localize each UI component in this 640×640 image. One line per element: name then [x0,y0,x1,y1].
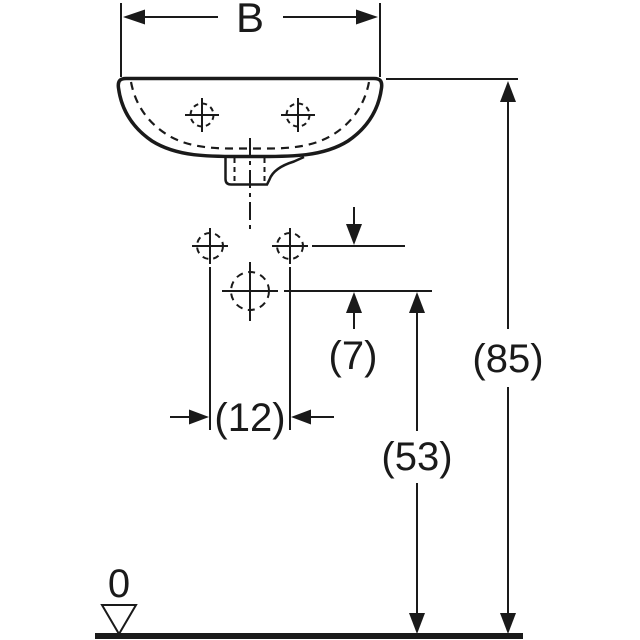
basin-outer-rim [116,76,384,159]
arrowhead-up-icon [346,292,362,313]
drain-outlet [222,262,278,321]
arrowhead-right-icon [356,9,378,25]
hole-offset-label: (7) [329,334,378,378]
arrowhead-left-icon [123,9,145,25]
dimension-rim-height [386,78,518,634]
datum-triangle-icon [100,604,138,636]
arrowhead-down-icon [409,613,425,634]
dimension-hole-offset [284,207,432,329]
arrowhead-up-icon [409,292,425,313]
dimension-drain-height [409,292,425,634]
drain-height-label: (53) [381,435,452,479]
arrowhead-up-icon [500,81,516,102]
floor-datum-label: 0 [108,562,130,606]
faucet-hole-left [185,98,219,132]
faucet-hole-right [281,98,315,132]
fixing-hole-right [272,228,308,264]
fixing-hole-left [192,228,228,264]
dimension-hole-spacing [170,267,334,430]
basin-inner-rim-hidden-edge [129,81,371,150]
waste-trap [224,155,305,186]
arrowhead-down-icon [346,224,362,245]
arrowhead-rightward-icon [189,409,209,425]
washbasin-outline [116,76,384,159]
dimension-basin-width [120,3,381,77]
rim-height-label: (85) [472,337,543,381]
arrowhead-down-icon [500,613,516,634]
basin-width-label: B [236,0,264,41]
arrowhead-leftward-icon [291,409,311,425]
hole-spacing-label: (12) [214,396,285,440]
waste-trap-outline [224,155,305,186]
